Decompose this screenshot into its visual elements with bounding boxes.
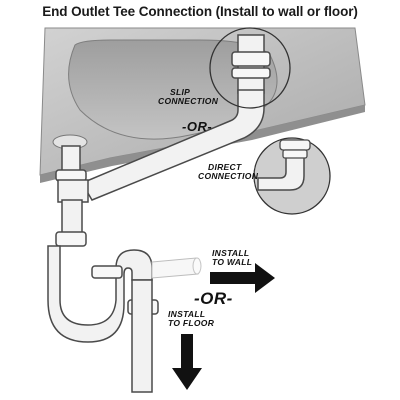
tee-outlet-pipe <box>61 199 83 237</box>
install-to-wall-line-2: TO WALL <box>212 256 253 267</box>
arrow-to-floor <box>172 334 202 390</box>
slip-connection-line-1: SLIP <box>170 87 191 97</box>
direct-connection-label: DIRECT CONNECTION <box>198 163 258 181</box>
p-trap <box>47 245 153 343</box>
install-to-wall-line-1: INSTALL <box>212 248 250 258</box>
trap-slip-nut <box>55 231 87 247</box>
install-to-wall-label: INSTALL TO WALL <box>212 249 252 267</box>
slip-connection-zoom-circle <box>209 27 291 109</box>
slip-nut-upper <box>231 51 271 67</box>
direct-connection-line-2: CONNECTION <box>198 170 259 181</box>
direct-connection-line-1: DIRECT <box>208 162 242 172</box>
install-to-floor-label: INSTALL TO FLOOR <box>168 310 214 328</box>
arrow-to-wall <box>210 263 275 293</box>
install-to-floor-line-1: INSTALL <box>168 309 206 319</box>
floor-drain-pipe <box>131 279 153 393</box>
slip-connection-label: SLIP CONNECTION <box>158 88 218 106</box>
or-label-top: -OR- <box>182 119 213 134</box>
slip-connection-line-2: CONNECTION <box>158 95 219 106</box>
trap-arm-nut-left <box>91 265 123 279</box>
direct-connection-inset <box>253 137 331 215</box>
wall-pipe-ghost <box>151 257 199 279</box>
diagram-title: End Outlet Tee Connection (Install to wa… <box>42 4 358 19</box>
end-outlet-tee <box>57 179 89 203</box>
continuous-waste-arm <box>80 89 265 201</box>
slip-nut-lower <box>231 67 271 79</box>
or-label-bottom: -OR- <box>194 289 233 308</box>
install-to-floor-line-2: TO FLOOR <box>168 317 215 328</box>
